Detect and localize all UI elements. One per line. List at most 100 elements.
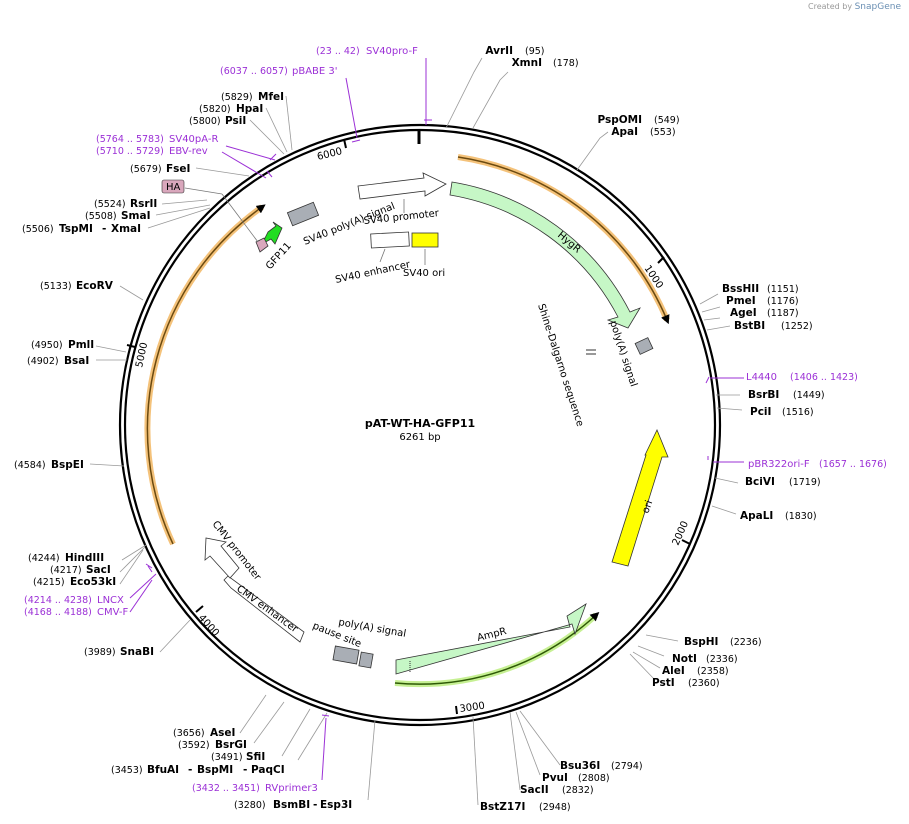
site-hindiii: (4244) HindIII [28, 552, 104, 564]
primer-ebv-rev: (5710 .. 5729) EBV-rev [96, 146, 208, 157]
site-asei: (3656) AseI [173, 727, 235, 739]
svg-text:(1830): (1830) [785, 511, 817, 522]
svg-text:(1252): (1252) [781, 321, 813, 332]
site-bsu36i: Bsu36I (2794) [560, 760, 643, 772]
svg-text:4000: 4000 [196, 613, 221, 639]
svg-text:CMV-F: CMV-F [97, 607, 128, 618]
svg-text:BfuAI: BfuAI [147, 764, 179, 776]
site-ecorv: (5133) EcoRV [40, 280, 114, 292]
sv40-polya-box [286, 201, 320, 227]
site-bfuai-bspmi-paqci: (3453) BfuAI - BspMI - PaqCI [111, 764, 285, 776]
site-hpai: (5820) HpaI [199, 103, 263, 115]
svg-text:Bsu36I: Bsu36I [560, 760, 600, 772]
svg-text:(5710 .. 5729): (5710 .. 5729) [96, 146, 164, 157]
svg-text:(1406 .. 1423): (1406 .. 1423) [790, 372, 858, 383]
tick-4000: 4000 [195, 605, 221, 639]
cmv-enhancer-feature [223, 575, 305, 643]
poly-a-signal-right-label: poly(A) signal [607, 320, 639, 389]
svg-text:(2832): (2832) [562, 785, 594, 796]
svg-text:(2360): (2360) [688, 678, 720, 689]
svg-text:PmeI: PmeI [726, 295, 756, 307]
svg-text:SfiI: SfiI [246, 751, 265, 763]
sv40-enhancer-leader [379, 248, 386, 263]
ori-feature [611, 429, 669, 567]
svg-text:(4215): (4215) [33, 577, 65, 588]
svg-text:5000: 5000 [134, 341, 150, 368]
site-apai: ApaI (553) [611, 126, 675, 138]
primer-sv40pa-r: (5764 .. 5783) SV40pA-R [96, 134, 218, 145]
snapgene-logo: SnapGene [854, 2, 901, 12]
svg-text:(5506): (5506) [22, 224, 54, 235]
site-fsei: (5679) FseI [130, 163, 190, 175]
site-sfii: (3491) SfiI [211, 751, 265, 763]
svg-text:(5508): (5508) [85, 211, 117, 222]
svg-text:(1449): (1449) [793, 390, 825, 401]
svg-text:(1516): (1516) [782, 407, 814, 418]
primer-leaders [129, 58, 744, 781]
svg-text:AleI: AleI [662, 665, 685, 677]
tick-3000: 3000 [455, 701, 486, 715]
ha-leader [184, 187, 223, 195]
svg-text:PaqCI: PaqCI [251, 764, 285, 776]
svg-text:L4440: L4440 [746, 372, 777, 383]
site-bsshii: BssHII (1151) [722, 283, 799, 295]
svg-text:(95): (95) [525, 46, 545, 57]
pause-site-box [358, 651, 374, 669]
svg-text:PstI: PstI [652, 677, 675, 689]
svg-text:BstBI: BstBI [734, 320, 765, 332]
primer-pbabe-3: (6037 .. 6057) pBABE 3' [220, 66, 338, 77]
svg-text:BspHI: BspHI [684, 636, 718, 648]
svg-text:BsrBI: BsrBI [748, 389, 779, 401]
credit-prefix: Created by [808, 2, 853, 11]
tick-1000: 1000 [642, 256, 665, 291]
svg-text:Eco53kI: Eco53kI [70, 576, 116, 588]
site-bsmbi-esp3i: (3280) BsmBI Esp3I - [234, 799, 352, 811]
site-pspomi: PspOMI (549) [597, 114, 679, 126]
svg-text:RsrII: RsrII [130, 198, 157, 210]
svg-text:NotI: NotI [672, 653, 697, 665]
shine-dalgarno-label: Shine-Dalgarno sequence [535, 303, 585, 429]
site-agei: AgeI (1187) [730, 307, 799, 319]
site-pmei: PmeI (1176) [726, 295, 799, 307]
svg-text:6000: 6000 [316, 146, 343, 163]
svg-text:AvrII: AvrII [485, 45, 513, 57]
svg-text:(178): (178) [553, 58, 579, 69]
svg-text:(5524): (5524) [94, 199, 126, 210]
site-apali: ApaLI (1830) [740, 510, 817, 522]
svg-text:BsrGI: BsrGI [215, 739, 247, 751]
svg-text:(4584): (4584) [14, 460, 46, 471]
hygr-feature [449, 181, 641, 329]
svg-text:(5820): (5820) [199, 104, 231, 115]
svg-text:HindIII: HindIII [65, 552, 104, 564]
site-bstbi: BstBI (1252) [734, 320, 813, 332]
svg-text:(3656): (3656) [173, 728, 205, 739]
gfp11-label: GFP11 [264, 241, 294, 272]
ha-leader-2 [221, 193, 259, 243]
orf-arc-left [146, 204, 266, 545]
svg-text:PspOMI: PspOMI [597, 114, 642, 126]
svg-text:XmaI: XmaI [111, 223, 141, 235]
ori-label: ori [640, 499, 655, 515]
svg-text:(2794): (2794) [611, 761, 643, 772]
svg-text:(23 .. 42): (23 .. 42) [316, 46, 360, 57]
svg-text:(4902): (4902) [27, 356, 59, 367]
svg-text:(4168 .. 4188): (4168 .. 4188) [24, 607, 92, 618]
sv40-enhancer-box [370, 231, 410, 249]
primer-sv40pro-f: (23 .. 42) SV40pro-F [316, 46, 418, 57]
site-smai: (5508) SmaI [85, 210, 151, 222]
svg-text:SV40pA-R: SV40pA-R [169, 134, 218, 145]
svg-text:BciVI: BciVI [745, 476, 775, 488]
svg-text:(3592): (3592) [178, 740, 210, 751]
svg-text:ApaI: ApaI [611, 126, 638, 138]
svg-text:(4244): (4244) [28, 553, 60, 564]
svg-text:(5133): (5133) [40, 281, 72, 292]
svg-text:(1151): (1151) [767, 284, 799, 295]
svg-text:3000: 3000 [459, 701, 486, 715]
site-sacii: SacII (2832) [520, 784, 594, 796]
poly-a-signal-right-box [634, 337, 654, 355]
site-pcii: PciI (1516) [750, 406, 814, 418]
tick-5000: 5000 [126, 341, 150, 369]
site-bsphi: BspHI (2236) [684, 636, 762, 648]
svg-text:HpaI: HpaI [236, 103, 263, 115]
